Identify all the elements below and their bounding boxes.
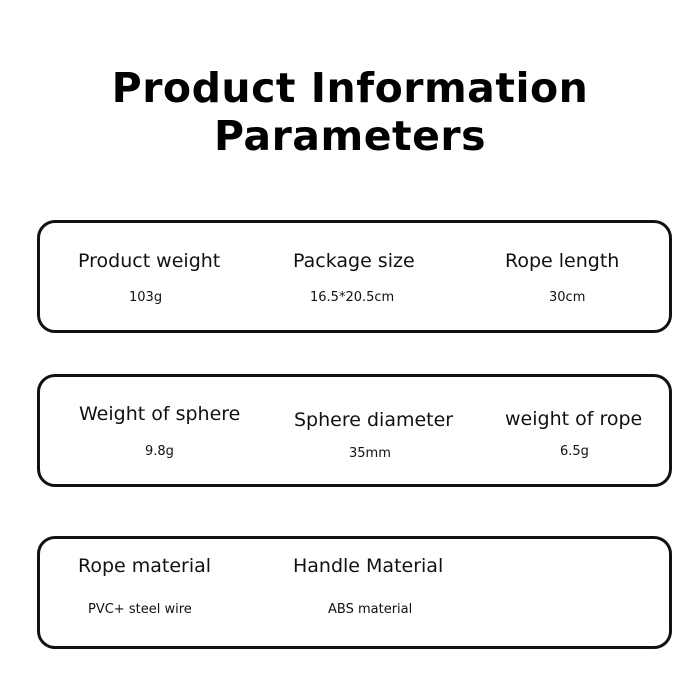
parameter-card-2: Weight of sphere 9.8g Sphere diameter 35… — [37, 374, 672, 487]
parameter-card-1: Product weight 103g Package size 16.5*20… — [37, 220, 672, 333]
handle-material-value: ABS material — [328, 602, 413, 617]
parameter-card-3: Rope material PVC+ steel wire Handle Mat… — [37, 536, 672, 649]
product-weight-value: 103g — [129, 290, 163, 305]
rope-material-label: Rope material — [78, 555, 212, 577]
weight-of-sphere-label: Weight of sphere — [79, 403, 241, 425]
sphere-diameter-label: Sphere diameter — [294, 409, 454, 431]
package-size-value: 16.5*20.5cm — [310, 290, 395, 305]
page-title-line-2: Parameters — [213, 112, 487, 160]
weight-of-rope-value: 6.5g — [560, 444, 589, 459]
product-weight-label: Product weight — [78, 250, 221, 272]
handle-material-label: Handle Material — [293, 555, 444, 577]
page-title: Product Information Parameters — [0, 64, 700, 160]
weight-of-sphere-value: 9.8g — [145, 444, 174, 459]
package-size-label: Package size — [293, 250, 415, 272]
sphere-diameter-value: 35mm — [349, 446, 391, 461]
rope-length-value: 30cm — [549, 290, 586, 305]
page-title-line-1: Product Information — [111, 64, 589, 112]
weight-of-rope-label: weight of rope — [505, 408, 643, 430]
rope-material-value: PVC+ steel wire — [88, 602, 192, 617]
rope-length-label: Rope length — [505, 250, 620, 272]
